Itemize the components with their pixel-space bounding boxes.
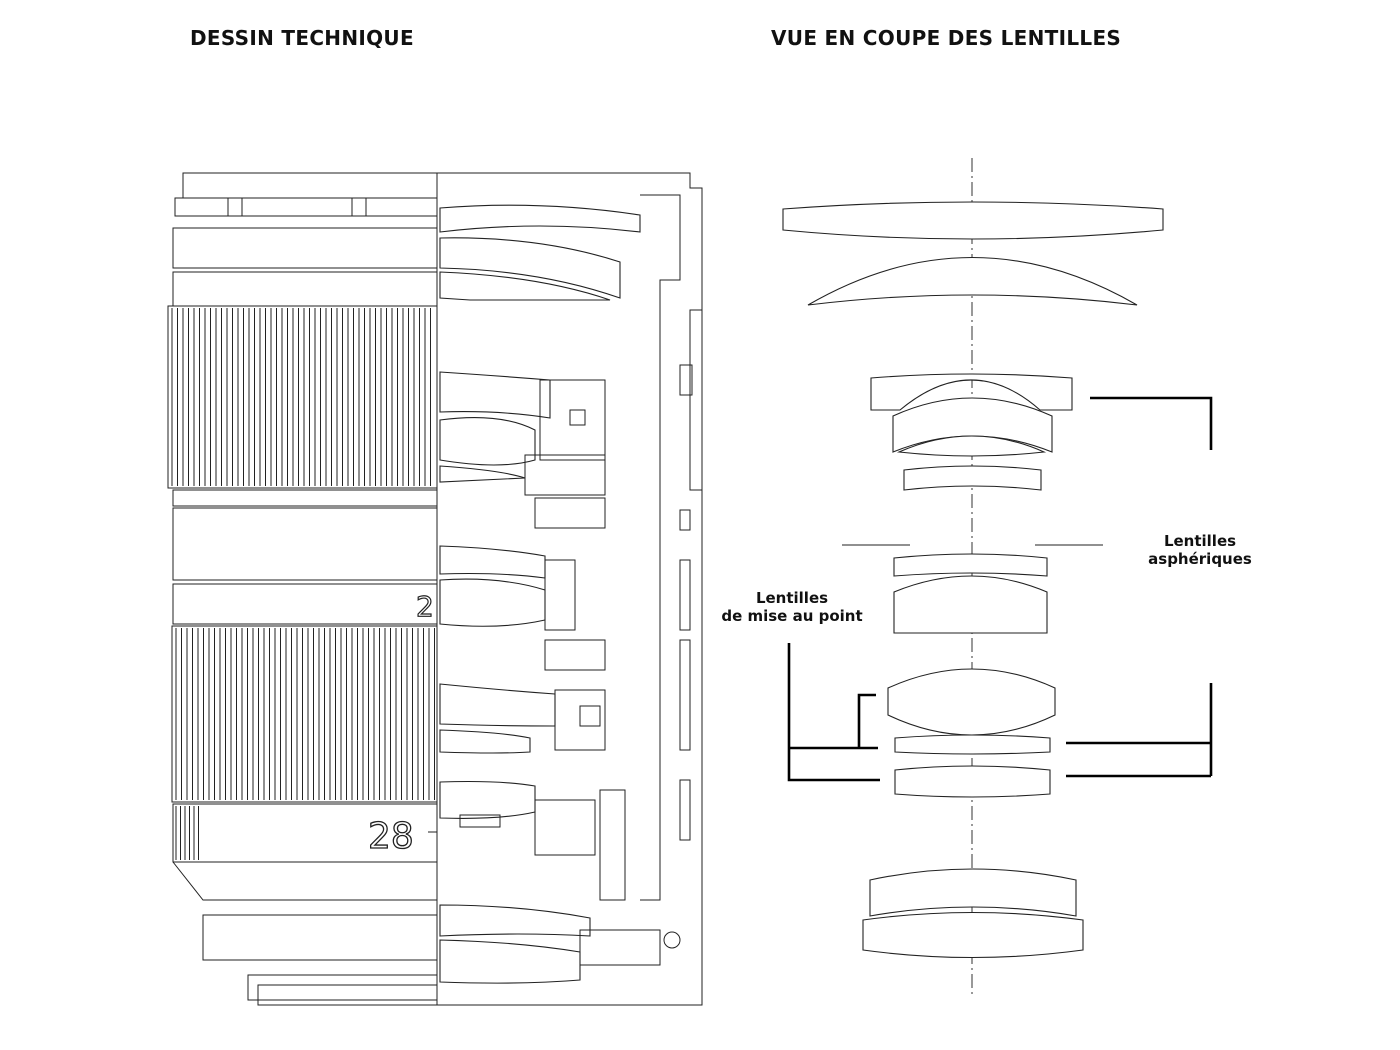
barrel-ring-2 — [172, 271, 438, 307]
lens-element-13 — [862, 911, 1084, 959]
lens-section-diagram: Lentilles asphériques Lentilles de mise … — [721, 158, 1252, 995]
barrel-mount — [247, 974, 438, 1001]
lens-element-3 — [870, 373, 1073, 411]
lens-element-1 — [782, 201, 1164, 240]
lens-element-5 — [896, 435, 1047, 457]
focusing-label-line2: de mise au point — [721, 607, 862, 625]
barrel-ring-3 — [172, 489, 438, 507]
lens-section-heading: VUE EN COUPE DES LENTILLES — [771, 26, 1122, 50]
focusing-label-line1: Lentilles — [756, 589, 828, 607]
barrel-taper — [172, 861, 437, 901]
aperture-ring — [172, 583, 438, 625]
barrel-bayonet-ring — [174, 197, 438, 217]
lens-element-11 — [894, 765, 1051, 798]
lens-element-8 — [893, 575, 1048, 634]
aspherical-label-line2: asphériques — [1148, 550, 1252, 568]
barrel-ring-1 — [172, 227, 438, 269]
barrel-top-cap — [182, 172, 438, 199]
aspherical-label-line1: Lentilles — [1164, 532, 1236, 550]
aperture-marking: 2 — [416, 590, 434, 623]
aspherical-bracket-top — [1090, 396, 1213, 450]
focal-length-marking: 28 — [368, 816, 414, 857]
barrel-ring-4 — [172, 507, 438, 581]
lens-barrel-drawing: 2 28 — [167, 172, 703, 1006]
lens-element-7 — [893, 553, 1048, 577]
lower-knurled-grip — [171, 625, 438, 803]
focusing-bracket-outer — [787, 643, 880, 782]
lens-element-12 — [869, 868, 1077, 917]
upper-knurled-grip — [167, 305, 438, 489]
lens-element-9 — [887, 668, 1056, 736]
lens-element-2 — [807, 256, 1138, 306]
barrel-ring-5 — [202, 914, 438, 961]
lens-element-6 — [903, 465, 1042, 491]
barrel-cutaway — [437, 172, 703, 1006]
lens-element-10 — [894, 734, 1051, 755]
focusing-bracket-inner — [857, 693, 876, 748]
technical-drawing-heading: DESSIN TECHNIQUE — [190, 26, 414, 50]
